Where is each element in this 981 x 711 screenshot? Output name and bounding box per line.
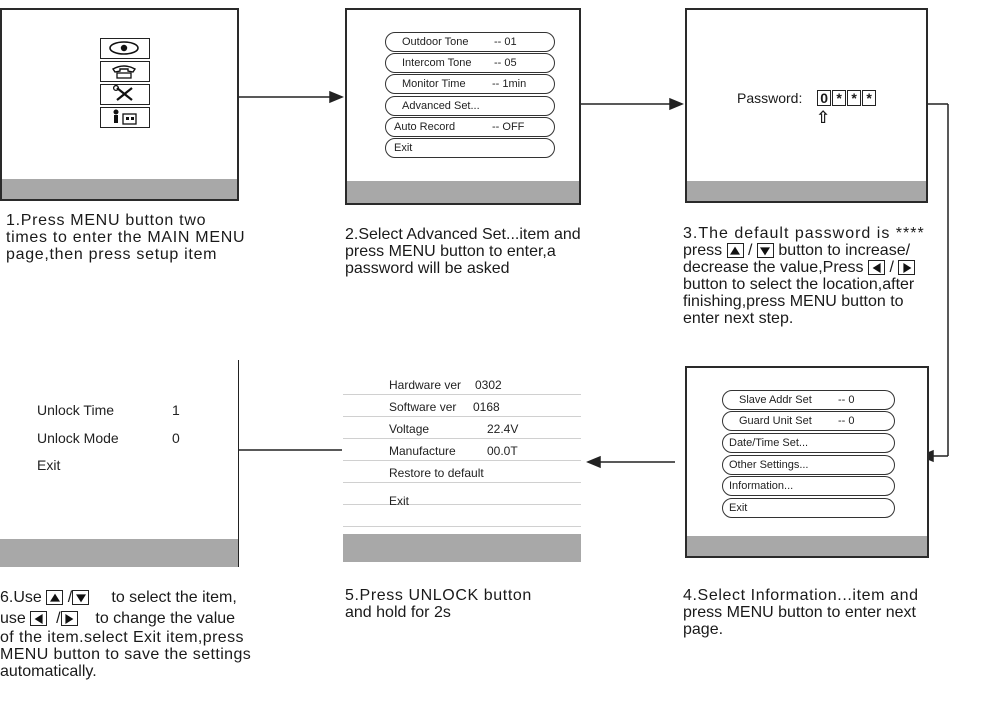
exit-item[interactable]: Exit	[389, 494, 410, 508]
down-button-icon	[72, 590, 90, 605]
password-digit-2[interactable]: *	[832, 90, 847, 106]
info-row-manufacture: Manufacture	[389, 444, 456, 458]
step6-screen: Unlock Time 1 Unlock Mode 0 Exit	[0, 360, 239, 567]
info-value-manufacture: 00.0T	[487, 444, 518, 458]
password-digit-4[interactable]: *	[862, 90, 877, 106]
cursor-arrow-icon: ⇧	[816, 108, 831, 127]
person-building-icon[interactable]	[100, 107, 150, 128]
menu-item-auto-record[interactable]: Auto Record-- OFF	[385, 117, 555, 137]
password-prompt: Password: 0***	[737, 90, 877, 106]
step4-caption: 4.Select Information...item and press ME…	[683, 587, 919, 638]
menu-item-unlock-time[interactable]: Unlock Time	[37, 402, 115, 418]
menu-item-monitor-time[interactable]: Monitor Time-- 1min	[385, 74, 555, 94]
menu-item-exit[interactable]: Exit	[722, 498, 895, 518]
status-bar	[343, 534, 581, 562]
menu-item-guard-unit-set[interactable]: Guard Unit Set-- 0	[722, 411, 895, 431]
unlock-time-value: 1	[172, 402, 180, 418]
password-digit-3[interactable]: *	[847, 90, 862, 106]
menu-item-unlock-mode[interactable]: Unlock Mode	[37, 430, 119, 446]
step6-caption: 6.Use / to select the item, use / to cha…	[0, 589, 252, 680]
step1-screen	[0, 8, 239, 201]
phone-icon[interactable]	[100, 61, 150, 82]
menu-item-exit[interactable]: Exit	[385, 138, 555, 158]
password-digit-1[interactable]: 0	[817, 90, 832, 106]
step1-caption: 1.Press MENU button two times to enter t…	[6, 212, 246, 263]
password-label: Password:	[737, 90, 803, 106]
up-button-icon	[726, 243, 744, 258]
step5-caption: 5.Press UNLOCK button and hold for 2s	[345, 587, 532, 621]
info-value-software: 0168	[473, 400, 500, 414]
step3-caption: 3.The default password is **** press / b…	[683, 225, 925, 327]
info-row-voltage: Voltage	[389, 422, 430, 436]
menu-item-information[interactable]: Information...	[722, 476, 895, 496]
step3-screen: Password: 0*** ⇧	[685, 8, 928, 203]
status-bar	[687, 181, 926, 201]
up-button-icon	[46, 590, 64, 605]
status-bar	[687, 536, 927, 556]
eye-icon[interactable]	[100, 38, 150, 59]
menu-item-slave-addr-set[interactable]: Slave Addr Set-- 0	[722, 390, 895, 410]
step2-screen: Outdoor Tone-- 01 Intercom Tone-- 05 Mon…	[345, 8, 581, 205]
info-row-hardware: Hardware ver	[389, 378, 462, 392]
left-button-icon	[868, 260, 885, 275]
right-button-icon	[60, 611, 78, 626]
step2-caption: 2.Select Advanced Set...item and press M…	[345, 226, 581, 277]
step5-screen: Hardware ver 0302 Software ver 0168 Volt…	[343, 370, 581, 562]
right-button-icon	[898, 260, 916, 275]
tools-icon[interactable]	[100, 84, 150, 105]
restore-default-item[interactable]: Restore to default	[389, 466, 484, 480]
menu-item-advanced-set[interactable]: Advanced Set...	[385, 96, 555, 116]
status-bar	[2, 179, 237, 199]
left-button-icon	[30, 611, 48, 626]
unlock-mode-value: 0	[172, 430, 180, 446]
menu-item-outdoor-tone[interactable]: Outdoor Tone-- 01	[385, 32, 555, 52]
menu-item-date-time-set[interactable]: Date/Time Set...	[722, 433, 895, 453]
menu-item-other-settings[interactable]: Other Settings...	[722, 455, 895, 475]
info-value-voltage: 22.4V	[487, 422, 519, 436]
status-bar	[347, 181, 579, 203]
down-button-icon	[756, 243, 774, 258]
info-value-hardware: 0302	[475, 378, 502, 392]
menu-item-intercom-tone[interactable]: Intercom Tone-- 05	[385, 53, 555, 73]
status-bar	[0, 539, 238, 567]
menu-item-exit[interactable]: Exit	[37, 457, 61, 473]
info-row-software: Software ver	[389, 400, 457, 414]
step4-screen: Slave Addr Set-- 0 Guard Unit Set-- 0 Da…	[685, 366, 929, 558]
